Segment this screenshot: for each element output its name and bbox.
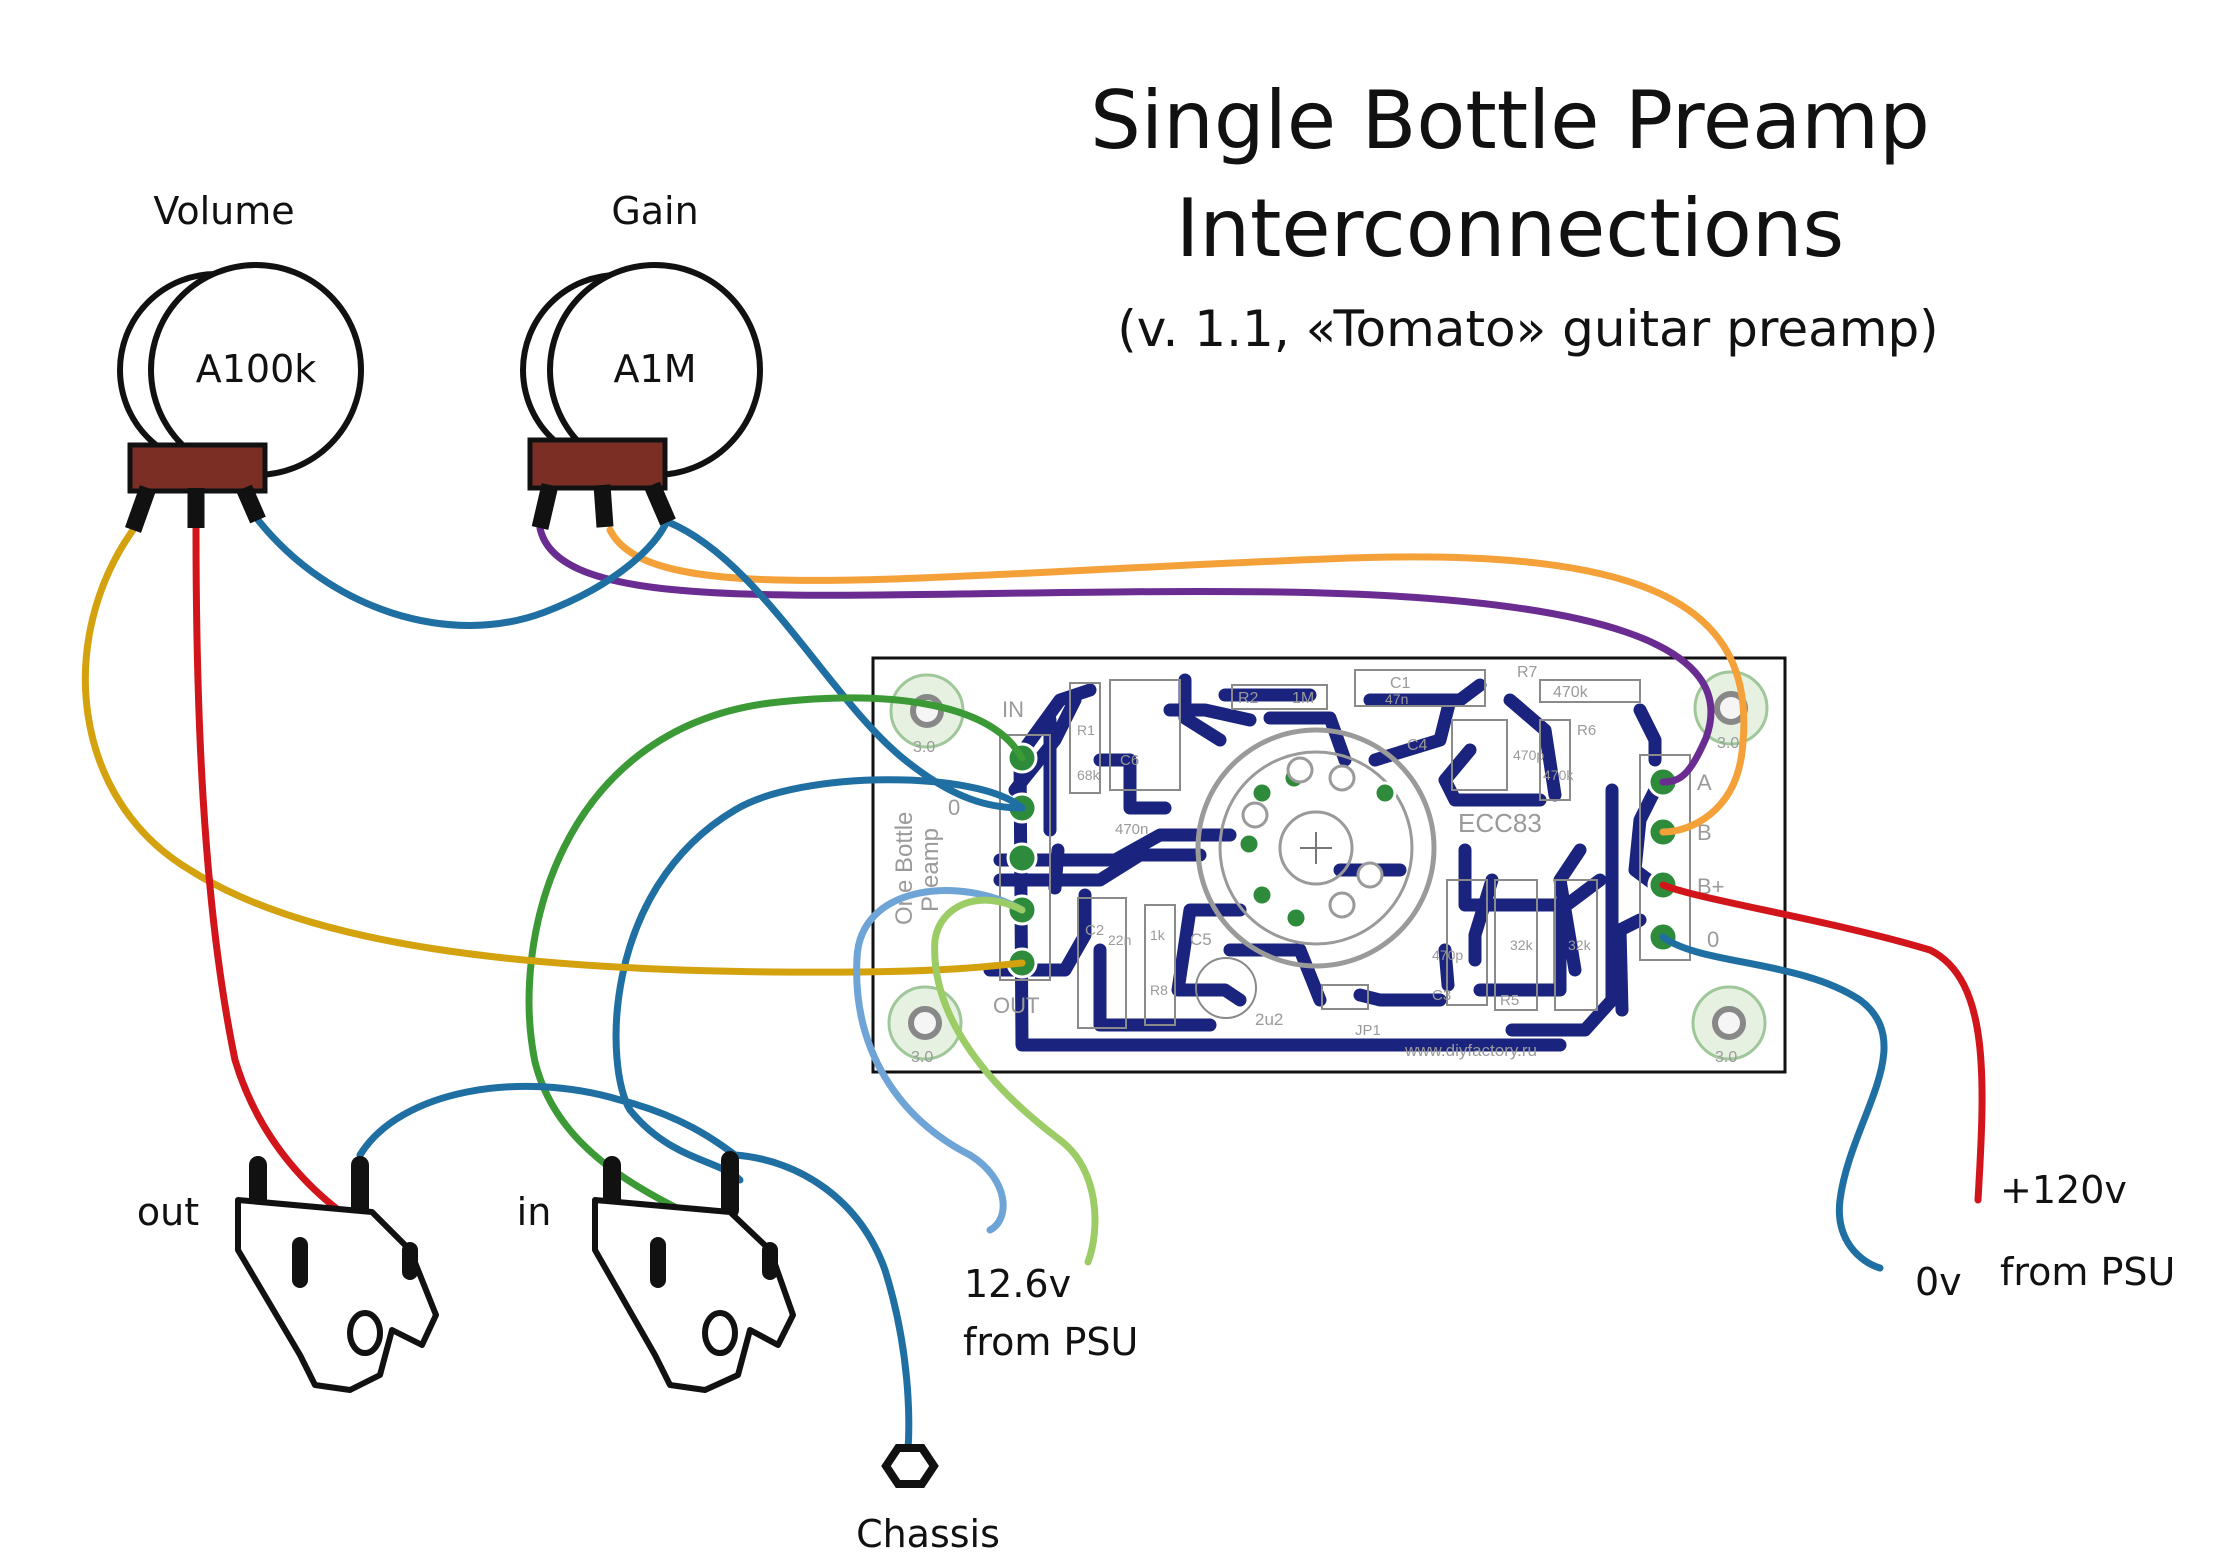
svg-text:470k: 470k <box>1543 767 1574 783</box>
svg-text:R8: R8 <box>1150 982 1168 998</box>
svg-text:470p: 470p <box>1513 747 1544 763</box>
wire-blue-pots <box>254 516 669 629</box>
jack-in[interactable]: in <box>517 1151 796 1393</box>
board-name-line-2: Preamp <box>917 828 944 912</box>
svg-text:R1: R1 <box>1077 722 1095 738</box>
wire-light-blue <box>853 887 1026 1234</box>
pot-volume-base <box>127 442 268 494</box>
board-name-line-1: One Bottle <box>891 812 918 925</box>
wire-red-psu <box>1659 881 1986 1204</box>
psu-0v-label: 0v <box>1915 1260 1962 1304</box>
pot-gain-caption: Gain <box>611 189 698 233</box>
title-line-1: Single Bottle Preamp <box>1090 74 1930 167</box>
wire-mustard <box>82 526 1026 976</box>
svg-text:47n: 47n <box>1385 691 1408 707</box>
psu-120v-label: +120v <box>2000 1168 2127 1212</box>
pcb-components: R1 68k C6 470n R2 1M C1 47n R7 470k C4 4… <box>1069 664 1641 1039</box>
svg-text:R2: R2 <box>1238 690 1259 707</box>
board-label-out: OUT <box>993 993 1039 1018</box>
title-block: Single Bottle Preamp Interconnections (v… <box>1090 74 1939 358</box>
pot-gain[interactable]: Gain A1M <box>520 189 763 530</box>
svg-text:2u2: 2u2 <box>1255 1010 1283 1029</box>
component-r7 <box>1539 679 1641 703</box>
tube-socket: ECC83 <box>1195 727 1542 969</box>
board-label-0-right: 0 <box>1707 927 1719 952</box>
wire-blue-jacks <box>356 1082 739 1159</box>
board-label-0-left: 0 <box>948 795 960 820</box>
component-c5 <box>1195 957 1257 1019</box>
svg-text:470n: 470n <box>1115 821 1148 838</box>
component-c2 <box>1077 897 1127 1029</box>
psu-120v-from-label: from PSU <box>2000 1250 2175 1294</box>
wire-purple <box>536 524 1715 786</box>
svg-text:22n: 22n <box>1108 932 1131 948</box>
pcb-board: 3.0 3.0 3.0 3.0 <box>871 656 1787 1074</box>
wire-red-volume <box>192 524 414 1254</box>
subtitle: (v. 1.1, «Tomato» guitar preamp) <box>1117 300 1938 358</box>
tube-label: ECC83 <box>1458 808 1542 838</box>
svg-text:68k: 68k <box>1077 767 1101 783</box>
component-c4 <box>1451 719 1508 791</box>
component-c3 <box>1446 879 1488 1006</box>
psu-12v-label: 12.6v <box>964 1262 1071 1306</box>
svg-text:C4: C4 <box>1407 737 1428 754</box>
svg-text:1M: 1M <box>1292 690 1314 707</box>
psu-labels: 12.6v from PSU +120v 0v from PSU <box>963 1168 2175 1364</box>
jack-out-caption: out <box>137 1190 199 1234</box>
pot-volume[interactable]: Volume A100k <box>117 189 364 533</box>
svg-text:C3: C3 <box>1432 987 1451 1004</box>
jack-in-caption: in <box>517 1190 552 1234</box>
svg-text:32k: 32k <box>1568 937 1592 953</box>
title-line-2: Interconnections <box>1176 182 1844 275</box>
svg-text:3.0: 3.0 <box>1717 735 1739 752</box>
svg-text:C1: C1 <box>1390 675 1411 692</box>
wire-light-green <box>931 896 1099 1266</box>
svg-text:3.0: 3.0 <box>911 1049 933 1066</box>
svg-text:470p: 470p <box>1432 947 1463 963</box>
mount-hole-top-left: 3.0 <box>889 673 965 756</box>
svg-text:C6: C6 <box>1120 752 1139 769</box>
board-label-in: IN <box>1002 697 1024 722</box>
svg-text:3.0: 3.0 <box>1715 1049 1737 1066</box>
component-r4 <box>1494 879 1538 1011</box>
svg-text:JP1: JP1 <box>1355 1022 1381 1039</box>
mount-hole-bottom-right: 3.0 <box>1691 985 1767 1066</box>
board-website: www.diyfactory.ru <box>1404 1041 1537 1060</box>
wire-blue-input <box>612 776 1026 1184</box>
svg-text:470k: 470k <box>1553 684 1589 701</box>
svg-text:1k: 1k <box>1150 927 1166 943</box>
right-connector: A B B+ 0 <box>1639 754 1725 961</box>
svg-text:C5: C5 <box>1190 930 1212 949</box>
wire-blue-psu <box>1659 933 1888 1272</box>
wire-blue-chassis <box>731 1151 913 1454</box>
pot-gain-value: A1M <box>614 347 697 391</box>
pot-volume-value: A100k <box>196 347 317 391</box>
svg-text:R6: R6 <box>1577 722 1596 739</box>
chassis-lug[interactable]: Chassis <box>856 1444 1000 1556</box>
pot-gain-base <box>527 437 668 491</box>
psu-12v-from-label: from PSU <box>963 1320 1138 1364</box>
svg-text:R5: R5 <box>1500 992 1519 1009</box>
board-label-b: B <box>1697 820 1712 845</box>
svg-text:C2: C2 <box>1085 922 1104 939</box>
component-r3 <box>1554 879 1598 1011</box>
component-r6 <box>1539 719 1571 801</box>
component-r1 <box>1069 682 1101 794</box>
board-label-a: A <box>1697 770 1712 795</box>
component-jp1 <box>1321 984 1369 1010</box>
svg-text:3.0: 3.0 <box>913 739 935 756</box>
component-c6 <box>1109 679 1181 791</box>
component-r2 <box>1231 684 1328 710</box>
pot-volume-caption: Volume <box>153 189 294 233</box>
component-c1 <box>1354 669 1486 707</box>
svg-text:32k: 32k <box>1510 937 1534 953</box>
chassis-label: Chassis <box>856 1512 1000 1556</box>
svg-text:R7: R7 <box>1517 664 1538 681</box>
wire-blue-gain-to-board <box>664 518 1026 812</box>
jack-out[interactable]: out <box>137 1156 439 1393</box>
component-r8 <box>1144 904 1176 1026</box>
